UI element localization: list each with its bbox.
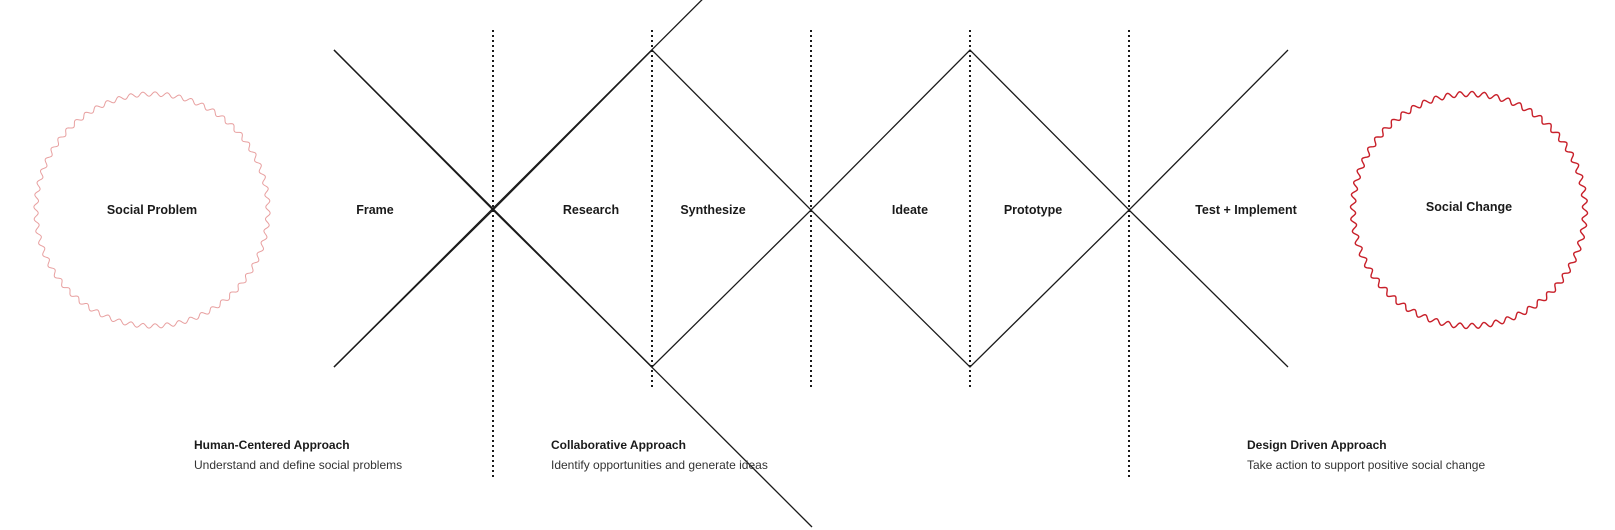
zigzag-lines [333,49,1289,368]
approach-collaborative: Collaborative Approach Identify opportun… [551,435,768,475]
social-change-label: Social Change [1426,200,1512,214]
social-problem-label: Social Problem [107,203,197,217]
approach-title: Human-Centered Approach [194,438,350,452]
dotted-dividers [492,30,1130,480]
phase-label-synthesize: Synthesize [680,203,745,217]
phase-label-prototype: Prototype [1004,203,1062,217]
approach-description: Identify opportunities and generate idea… [551,458,768,472]
frame-line-up [333,0,703,368]
phase-label-research: Research [563,203,619,217]
approach-title: Collaborative Approach [551,438,686,452]
social-change-circle [1349,90,1589,330]
social-problem-circle [33,91,271,329]
approach-description: Understand and define social problems [194,458,403,472]
approach-design-driven: Design Driven Approach Take action to su… [1247,435,1485,475]
approach-title: Design Driven Approach [1247,438,1387,452]
approach-human-centered: Human-Centered Approach Understand and d… [194,435,402,475]
lower-zigzag [333,209,1289,368]
approach-description: Take action to support positive social c… [1247,458,1486,472]
phase-label-test-implement: Test + Implement [1195,203,1297,217]
phase-label-ideate: Ideate [892,203,928,217]
phase-label-frame: Frame [356,203,394,217]
